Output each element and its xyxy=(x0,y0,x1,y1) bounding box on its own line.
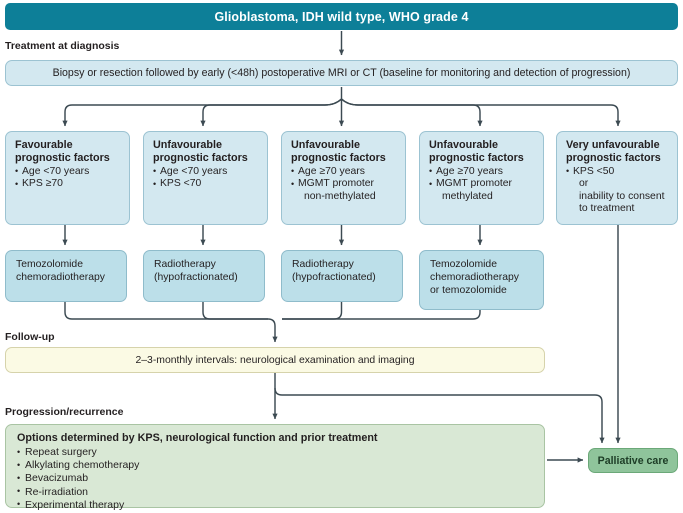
progression-option-item: Re-irradiation xyxy=(17,485,534,499)
prognostic-factor-item-cont: to treatment xyxy=(579,203,635,215)
followup-text: 2–3-monthly intervals: neurological exam… xyxy=(135,354,415,366)
prognostic-heading-line2: prognostic factors xyxy=(566,151,661,164)
prognostic-factor-item-cont: inability to consent xyxy=(579,190,665,202)
prognostic-factor-item-cont: methylated xyxy=(442,190,493,202)
prognostic-heading: Favourable prognostic factors xyxy=(15,139,121,165)
prognostic-factor-item: Age ≥70 years xyxy=(429,165,535,179)
prognostic-factor-item: Age <70 years xyxy=(153,165,259,179)
prognostic-factor-list: Age <70 years KPS ≥70 xyxy=(15,165,121,191)
section-label-treatment: Treatment at diagnosis xyxy=(5,40,120,52)
wire-treat2-merge xyxy=(202,302,268,320)
treatment-line3: or temozolomide xyxy=(430,285,507,296)
treatment-line2: chemoradiotherapy xyxy=(16,272,105,283)
baseline-imaging-box: Biopsy or resection followed by early (<… xyxy=(5,60,678,86)
prognostic-heading-line1: Unfavourable xyxy=(291,139,360,151)
wire-treat1-merge xyxy=(64,302,278,343)
treatment-box-radiotherapy-hypofractionated-1: Radiotherapy (hypofractionated) xyxy=(143,250,265,302)
prognostic-heading-line1: Unfavourable xyxy=(429,139,498,151)
treatment-line1: Temozolomide xyxy=(430,259,497,270)
prognostic-factor-item: MGMT promoter xyxy=(429,178,535,191)
prognostic-factor-list: Age <70 years KPS <70 xyxy=(153,165,259,191)
prognostic-heading: Very unfavourable prognostic factors xyxy=(566,139,669,165)
treatment-box-temozolomide-chemoradiotherapy: Temozolomide chemoradiotherapy xyxy=(5,250,127,302)
prognostic-heading-line1: Unfavourable xyxy=(153,139,222,151)
prognostic-factor-item: MGMT promoter xyxy=(291,178,397,191)
wire-fan-5 xyxy=(341,98,621,127)
section-label-followup: Follow-up xyxy=(5,331,55,343)
treatment-line2: chemoradiotherapy xyxy=(430,272,519,283)
treatment-text: Radiotherapy (hypofractionated) xyxy=(292,258,394,284)
prognostic-box-very-unfavourable: Very unfavourable prognostic factors KPS… xyxy=(556,131,678,225)
prognostic-box-unfavourable-unmethylated: Unfavourable prognostic factors Age ≥70 … xyxy=(281,131,406,225)
followup-box: 2–3-monthly intervals: neurological exam… xyxy=(5,347,545,373)
prognostic-heading-line2: prognostic factors xyxy=(291,151,386,164)
prognostic-factor-list: KPS <50 or inability to consent to treat… xyxy=(566,165,669,216)
prognostic-heading-line1: Favourable xyxy=(15,139,73,151)
prognostic-box-unfavourable-young: Unfavourable prognostic factors Age <70 … xyxy=(143,131,268,225)
prognostic-box-favourable: Favourable prognostic factors Age <70 ye… xyxy=(5,131,130,225)
diagram-title: Glioblastoma, IDH wild type, WHO grade 4 xyxy=(214,9,469,24)
prognostic-box-unfavourable-methylated: Unfavourable prognostic factors Age ≥70 … xyxy=(419,131,544,225)
prognostic-factor-item: Age ≥70 years xyxy=(291,165,397,179)
palliative-care-box: Palliative care xyxy=(588,448,678,473)
wire-treat3-merge xyxy=(282,302,343,320)
progression-options-list: Repeat surgery Alkylating chemotherapy B… xyxy=(17,445,534,512)
wire-fan-4 xyxy=(341,98,483,127)
progression-option-item: Repeat surgery xyxy=(17,445,534,459)
treatment-line1: Radiotherapy xyxy=(292,259,354,270)
treatment-line2: (hypofractionated) xyxy=(292,272,376,283)
progression-option-item: Bevacizumab xyxy=(17,472,534,485)
treatment-line2: (hypofractionated) xyxy=(154,272,238,283)
treatment-line1: Temozolomide xyxy=(16,259,83,270)
prognostic-heading-line2: prognostic factors xyxy=(15,151,110,164)
treatment-text: Radiotherapy (hypofractionated) xyxy=(154,258,256,284)
prognostic-heading-line1: Very unfavourable xyxy=(566,139,660,151)
section-label-progression: Progression/recurrence xyxy=(5,406,124,418)
wire-fan-1 xyxy=(62,98,342,127)
prognostic-factor-item-cont: or xyxy=(579,178,589,190)
palliative-care-label: Palliative care xyxy=(597,454,669,467)
prognostic-factor-list: Age ≥70 years MGMT promoter non-methylat… xyxy=(291,165,397,204)
diagram-title-banner: Glioblastoma, IDH wild type, WHO grade 4 xyxy=(5,3,678,30)
treatment-box-radiotherapy-hypofractionated-2: Radiotherapy (hypofractionated) xyxy=(281,250,403,302)
prognostic-factor-item: KPS <70 xyxy=(153,178,259,191)
treatment-text: Temozolomide chemoradiotherapy or temozo… xyxy=(430,258,535,297)
progression-option-item: Experimental therapy xyxy=(17,498,534,512)
prognostic-heading: Unfavourable prognostic factors xyxy=(291,139,397,165)
prognostic-heading-line2: prognostic factors xyxy=(429,151,524,164)
prognostic-heading-line2: prognostic factors xyxy=(153,151,248,164)
wire-fan-2 xyxy=(200,98,342,127)
progression-options-box: Options determined by KPS, neurological … xyxy=(5,424,545,512)
prognostic-heading: Unfavourable prognostic factors xyxy=(153,139,259,165)
prognostic-factor-item-cont: non-methylated xyxy=(304,190,376,202)
treatment-text: Temozolomide chemoradiotherapy xyxy=(16,258,118,284)
treatment-line1: Radiotherapy xyxy=(154,259,216,270)
prognostic-factor-item: Age <70 years xyxy=(15,165,121,179)
progression-heading: Options determined by KPS, neurological … xyxy=(17,432,378,444)
prognostic-heading: Unfavourable prognostic factors xyxy=(429,139,535,165)
baseline-text: Biopsy or resection followed by early (<… xyxy=(52,67,631,79)
progression-option-item: Alkylating chemotherapy xyxy=(17,459,534,472)
treatment-box-temozolomide-or-chemoradiotherapy: Temozolomide chemoradiotherapy or temozo… xyxy=(419,250,544,310)
prognostic-factor-list: Age ≥70 years MGMT promoter methylated xyxy=(429,165,535,204)
prognostic-factor-item: KPS <50 xyxy=(566,165,669,179)
prognostic-factor-item: KPS ≥70 xyxy=(15,178,121,191)
